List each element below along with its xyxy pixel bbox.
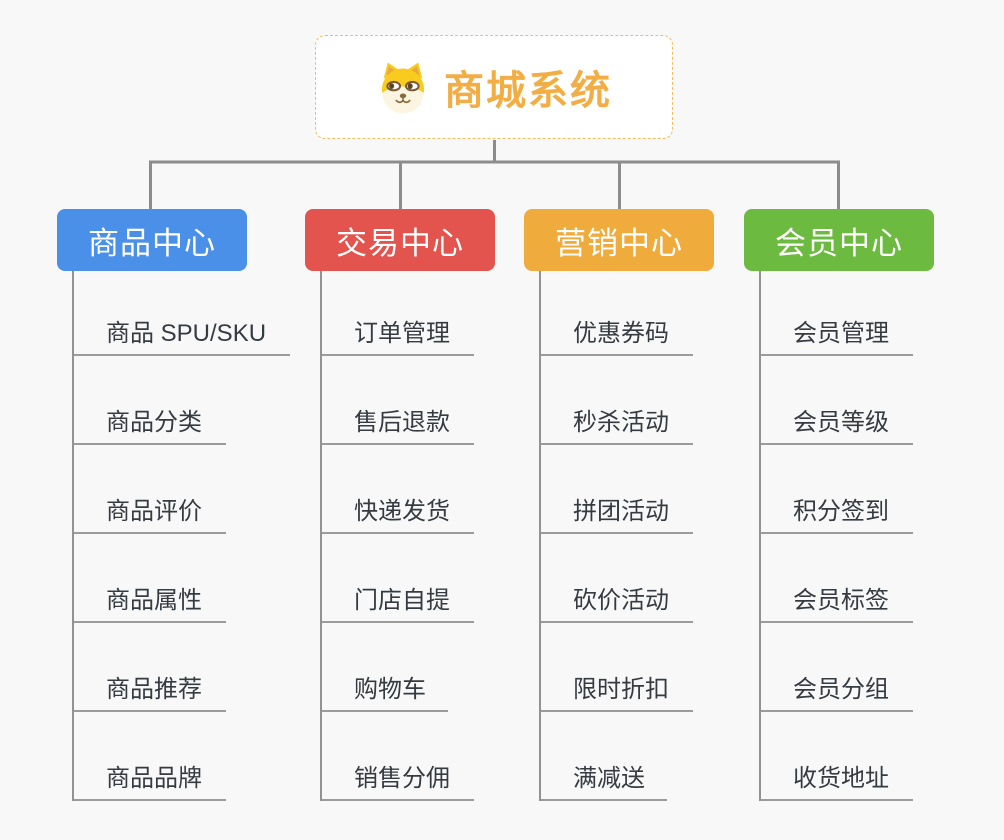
leaf-row: 拼团活动 [541,445,714,534]
leaf-node[interactable]: 优惠券码 [541,313,693,356]
leaf-node[interactable]: 拼团活动 [541,491,693,534]
leaf-row: 商品属性 [74,534,247,623]
branch-node-marketing-center[interactable]: 营销中心 [524,209,714,271]
leaf-row: 砍价活动 [541,534,714,623]
leaf-row: 限时折扣 [541,623,714,712]
leaf-node[interactable]: 快递发货 [322,491,474,534]
leaf-node[interactable]: 会员标签 [761,580,913,623]
leaf-node[interactable]: 会员分组 [761,669,913,712]
leaf-row: 商品分类 [74,356,247,445]
branch-node-member-center[interactable]: 会员中心 [744,209,934,271]
leaf-row: 商品品牌 [74,712,247,801]
leaf-row: 商品推荐 [74,623,247,712]
branch-leaves: 商品 SPU/SKU 商品分类 商品评价 商品属性 商品推荐 商品品牌 [72,271,291,801]
leaf-node[interactable]: 积分签到 [761,491,913,534]
branch-label: 交易中心 [336,225,464,261]
leaf-row: 积分签到 [761,445,934,534]
leaf-node[interactable]: 满减送 [541,758,667,801]
leaf-row: 会员管理 [761,271,934,356]
shiba-dog-icon [381,62,425,114]
branch-leaves: 优惠券码 秒杀活动 拼团活动 砍价活动 限时折扣 满减送 [539,271,714,801]
branch-product-center: 商品中心 商品 SPU/SKU 商品分类 商品评价 商品属性 商品推荐 商品品牌 [57,209,291,801]
leaf-row: 收货地址 [761,712,934,801]
branch-label: 会员中心 [775,225,903,261]
leaf-node[interactable]: 购物车 [322,669,448,712]
leaf-node[interactable]: 砍价活动 [541,580,693,623]
leaf-row: 会员等级 [761,356,934,445]
leaf-node[interactable]: 商品评价 [74,491,226,534]
branch-label: 商品中心 [88,225,216,261]
branch-leaves: 会员管理 会员等级 积分签到 会员标签 会员分组 收货地址 [759,271,934,801]
branch-leaves: 订单管理 售后退款 快递发货 门店自提 购物车 销售分佣 [320,271,495,801]
leaf-node[interactable]: 秒杀活动 [541,402,693,445]
branch-node-trade-center[interactable]: 交易中心 [305,209,495,271]
leaf-row: 秒杀活动 [541,356,714,445]
leaf-node[interactable]: 售后退款 [322,402,474,445]
leaf-row: 会员标签 [761,534,934,623]
leaf-node[interactable]: 收货地址 [761,758,913,801]
branch-node-product-center[interactable]: 商品中心 [57,209,247,271]
leaf-node[interactable]: 商品属性 [74,580,226,623]
branch-marketing-center: 营销中心 优惠券码 秒杀活动 拼团活动 砍价活动 限时折扣 满减送 [524,209,714,801]
leaf-node[interactable]: 限时折扣 [541,669,693,712]
leaf-row: 商品评价 [74,445,247,534]
leaf-node[interactable]: 会员管理 [761,313,913,356]
leaf-node[interactable]: 商品品牌 [74,758,226,801]
root-title: 商城系统 [444,69,612,113]
leaf-row: 快递发货 [322,445,495,534]
leaf-row: 满减送 [541,712,714,801]
leaf-node[interactable]: 商品 SPU/SKU [74,313,291,356]
leaf-node[interactable]: 商品推荐 [74,669,226,712]
leaf-node[interactable]: 门店自提 [322,580,474,623]
root-node[interactable]: 商城系统 [315,35,673,139]
leaf-row: 购物车 [322,623,495,712]
branch-member-center: 会员中心 会员管理 会员等级 积分签到 会员标签 会员分组 收货地址 [744,209,934,801]
leaf-node[interactable]: 会员等级 [761,402,913,445]
leaf-row: 售后退款 [322,356,495,445]
leaf-node[interactable]: 商品分类 [74,402,226,445]
branch-trade-center: 交易中心 订单管理 售后退款 快递发货 门店自提 购物车 销售分佣 [305,209,495,801]
leaf-row: 订单管理 [322,271,495,356]
leaf-row: 商品 SPU/SKU [74,271,291,356]
leaf-row: 销售分佣 [322,712,495,801]
leaf-row: 优惠券码 [541,271,714,356]
leaf-node[interactable]: 订单管理 [322,313,474,356]
leaf-row: 会员分组 [761,623,934,712]
leaf-node[interactable]: 销售分佣 [322,758,474,801]
leaf-row: 门店自提 [322,534,495,623]
branch-label: 营销中心 [555,225,683,261]
